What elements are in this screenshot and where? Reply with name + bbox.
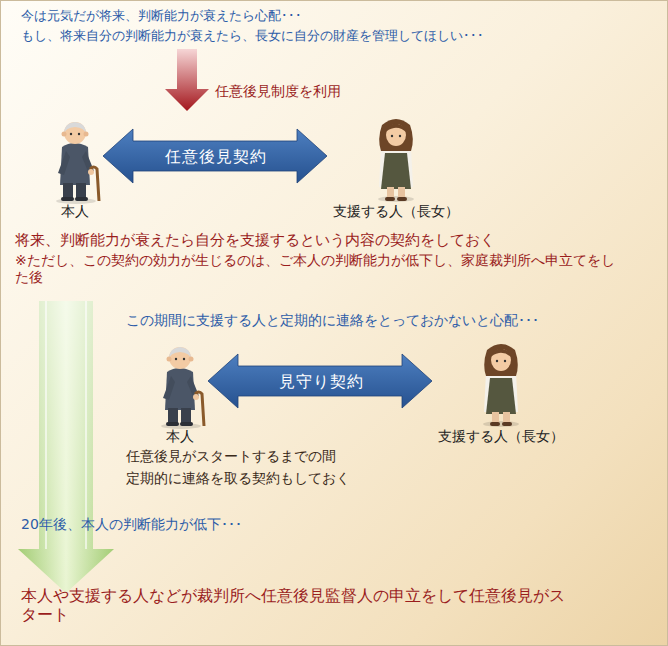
- down-arrow: [165, 49, 209, 111]
- person-node: 支援する人（長女）: [435, 342, 567, 445]
- annotation-text: 任意後見がスタートするまでの間: [126, 448, 336, 465]
- person-label: 支援する人（長女）: [435, 428, 567, 445]
- person-node: 本人: [155, 342, 205, 445]
- annotation-text: 任意後見制度を利用: [215, 83, 341, 100]
- person-node: 本人: [50, 117, 100, 220]
- contract-double-arrow: [208, 354, 432, 408]
- person-label: 本人: [50, 203, 100, 220]
- contract-label: 任意後見契約: [165, 147, 267, 166]
- annotation-text: 本人や支援する人などが裁判所へ任意後見監督人の申立をして任意後見がスタート: [21, 586, 566, 624]
- contract-label: 見守り契約: [279, 372, 364, 391]
- elderly-person-icon: [161, 347, 204, 429]
- contract-double-arrow: [103, 129, 327, 183]
- daughter-icon: [378, 119, 414, 202]
- timeline-arrow: [18, 301, 114, 593]
- person-label: 支援する人（長女）: [330, 203, 462, 220]
- person-node: 支援する人（長女）: [330, 117, 462, 220]
- annotation-text: この期間に支援する人と定期的に連絡をとっておかないと心配･･･: [126, 312, 539, 329]
- annotation-text: 定期的に連絡を取る契約もしておく: [126, 470, 350, 487]
- annotation-text: 今は元気だが将来、判断能力が衰えたら心配･･･: [21, 8, 302, 24]
- annotation-text: ※ただし、この契約の効力が生じるのは、ご本人の判断能力が低下し、家庭裁判所へ申立…: [15, 252, 627, 286]
- person-label: 本人: [155, 428, 205, 445]
- annotation-text: 将来、判断能力が衰えたら自分を支援するという内容の契約をしておく: [15, 231, 495, 249]
- annotation-text: 20年後、本人の判断能力が低下･･･: [21, 516, 242, 533]
- daughter-icon: [483, 344, 519, 427]
- annotation-text: もし、将来自分の判断能力が衰えたら、長女に自分の財産を管理してほしい･･･: [21, 28, 484, 44]
- elderly-person-icon: [56, 122, 99, 204]
